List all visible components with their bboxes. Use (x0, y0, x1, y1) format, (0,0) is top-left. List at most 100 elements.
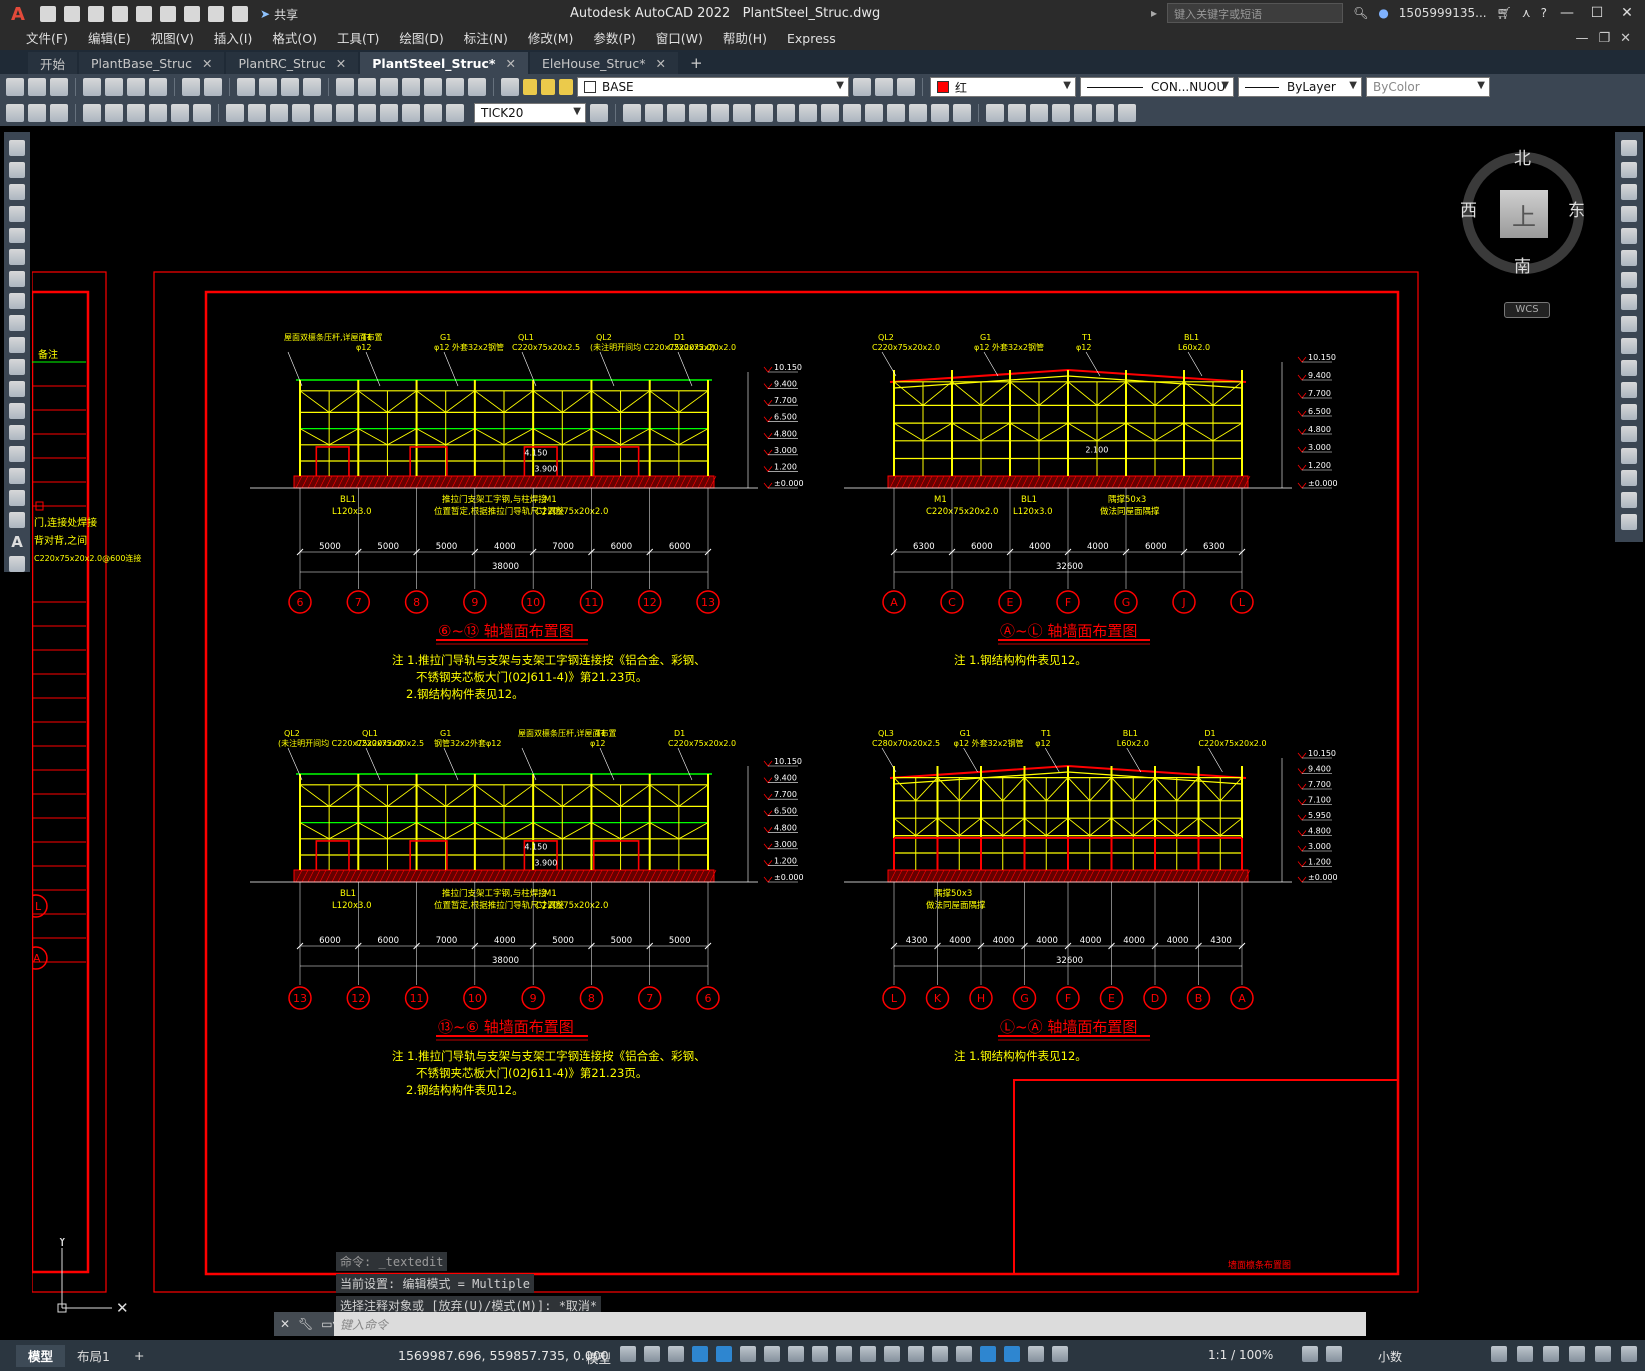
table-icon[interactable] (9, 512, 25, 529)
tab-close-icon[interactable]: ✕ (655, 55, 666, 71)
modify-extend-icon[interactable] (843, 104, 861, 122)
menu-edit[interactable]: 编辑(E) (87, 31, 131, 46)
print-icon[interactable] (184, 6, 200, 22)
compass-north[interactable]: 北 (1514, 149, 1531, 169)
cart-icon[interactable]: 🛒︎ (1496, 6, 1512, 20)
gizmo-icon[interactable] (980, 1346, 996, 1362)
quick-dim-icon[interactable] (193, 104, 211, 122)
sheet-set-icon[interactable] (402, 78, 420, 96)
menu-express[interactable]: Express (786, 31, 836, 46)
explode-icon[interactable] (1621, 514, 1637, 530)
layer-dropdown[interactable]: BASE ▼ (577, 77, 849, 97)
spline-icon[interactable] (9, 315, 25, 332)
compass-west[interactable]: 西 (1460, 201, 1477, 221)
point-icon[interactable] (9, 424, 25, 441)
user-account[interactable]: 1505999135... (1398, 6, 1487, 20)
3d-print-icon[interactable] (149, 78, 167, 96)
ordinate-dim-icon[interactable] (83, 104, 101, 122)
dim-break-icon[interactable] (292, 104, 310, 122)
viewcube[interactable]: 上 北 南 东 西 (1460, 149, 1585, 277)
annotation-visibility-icon[interactable] (1004, 1346, 1020, 1362)
help-search-input[interactable]: 键入关键字或短语 (1167, 3, 1344, 23)
publish-icon[interactable] (127, 78, 145, 96)
ellipse-icon[interactable] (9, 337, 25, 353)
units-display[interactable]: 小数 (1378, 1350, 1403, 1364)
fillet-icon[interactable] (1621, 470, 1637, 486)
arc-length-icon[interactable] (50, 104, 68, 122)
undo-icon[interactable] (208, 6, 224, 22)
modify-erase-icon[interactable] (623, 104, 641, 122)
zoom-realtime-icon[interactable] (259, 78, 277, 96)
dimstyle-dropdown[interactable]: TICK20 ▼ (474, 103, 586, 123)
menu-modify[interactable]: 修改(M) (527, 31, 574, 46)
tab-close-icon[interactable]: ✕ (201, 55, 213, 71)
gradient-icon[interactable] (9, 468, 25, 485)
selection-filter-icon[interactable] (956, 1346, 972, 1362)
clean-screen-icon[interactable] (1595, 1346, 1611, 1362)
modify-stretch-icon[interactable] (799, 104, 817, 122)
menu-format[interactable]: 格式(O) (272, 31, 317, 46)
linear-dim-icon[interactable] (6, 104, 24, 122)
isometric-drafting-icon[interactable] (764, 1346, 780, 1362)
tab-plantsteel[interactable]: PlantSteel_Struc*✕ (360, 52, 528, 74)
add-selected-icon[interactable] (9, 556, 25, 572)
close-icon[interactable]: ✕ (280, 1317, 291, 1331)
new-icon[interactable] (6, 78, 24, 96)
plotstyle-dropdown[interactable]: ByColor ▼ (1366, 77, 1490, 97)
aligned-dim-icon[interactable] (28, 104, 46, 122)
modify-break-icon[interactable] (865, 104, 883, 122)
selection-cycling-icon[interactable] (884, 1346, 900, 1362)
undo-icon[interactable] (182, 78, 200, 96)
menu-dimension[interactable]: 标注(N) (463, 31, 508, 46)
ortho-icon[interactable] (716, 1346, 732, 1362)
modify-rotate-icon[interactable] (755, 104, 773, 122)
object-snap-tracking-icon[interactable] (788, 1346, 804, 1362)
open-web-icon[interactable] (136, 6, 152, 22)
plot-preview-icon[interactable] (105, 78, 123, 96)
help-icon[interactable]: ? (1540, 6, 1547, 20)
hatch-icon[interactable] (9, 446, 25, 463)
dim-edit-icon[interactable] (402, 104, 420, 122)
radius-dim-icon[interactable] (105, 104, 123, 122)
redo-icon[interactable] (232, 6, 248, 22)
layer-on-icon[interactable] (523, 79, 537, 95)
circle-icon[interactable] (9, 271, 25, 288)
doc-restore-button[interactable]: ❐ (1598, 31, 1611, 46)
new-file-icon[interactable] (40, 6, 56, 22)
close-button[interactable]: ✕ (1621, 5, 1633, 21)
modify-explode-icon[interactable] (953, 104, 971, 122)
minimize-button[interactable]: — (1560, 5, 1574, 21)
copy-icon[interactable] (1621, 162, 1637, 178)
compass-east[interactable]: 东 (1568, 201, 1585, 221)
mtext-icon[interactable]: A (11, 533, 23, 552)
inspection-icon[interactable] (358, 104, 376, 122)
tab-close-icon[interactable]: ✕ (335, 55, 347, 71)
view-front-icon[interactable] (1008, 104, 1026, 122)
modify-scale-icon[interactable] (777, 104, 795, 122)
design-center-icon[interactable] (358, 78, 376, 96)
array-icon[interactable] (1621, 228, 1637, 244)
join-icon[interactable] (1621, 426, 1637, 442)
chamfer-icon[interactable] (1621, 448, 1637, 464)
3d-osnap-icon[interactable] (908, 1346, 924, 1362)
revision-cloud-icon[interactable] (9, 293, 25, 310)
modify-join-icon[interactable] (887, 104, 905, 122)
open-icon[interactable] (28, 78, 46, 96)
annotation-scale-icon[interactable] (1052, 1346, 1068, 1362)
construction-line-icon[interactable] (9, 161, 25, 178)
linetype-dropdown[interactable]: CON...NUOU ▼ (1080, 77, 1234, 97)
menu-window[interactable]: 窗口(W) (655, 31, 703, 46)
zoom-previous-icon[interactable] (303, 78, 321, 96)
menu-tools[interactable]: 工具(T) (336, 31, 380, 46)
layer-freeze-icon[interactable] (541, 79, 555, 95)
mirror-icon[interactable] (1621, 184, 1637, 200)
auto-scale-icon[interactable] (1028, 1346, 1044, 1362)
save-web-icon[interactable] (160, 6, 176, 22)
menu-insert[interactable]: 插入(I) (213, 31, 253, 46)
line-icon[interactable] (9, 140, 25, 156)
view-ucs-icon[interactable] (1074, 104, 1092, 122)
save-icon[interactable] (50, 78, 68, 96)
infer-constraints-icon[interactable] (668, 1346, 684, 1362)
layer-manager-icon[interactable] (501, 78, 519, 96)
layer-states-icon[interactable] (897, 78, 915, 96)
